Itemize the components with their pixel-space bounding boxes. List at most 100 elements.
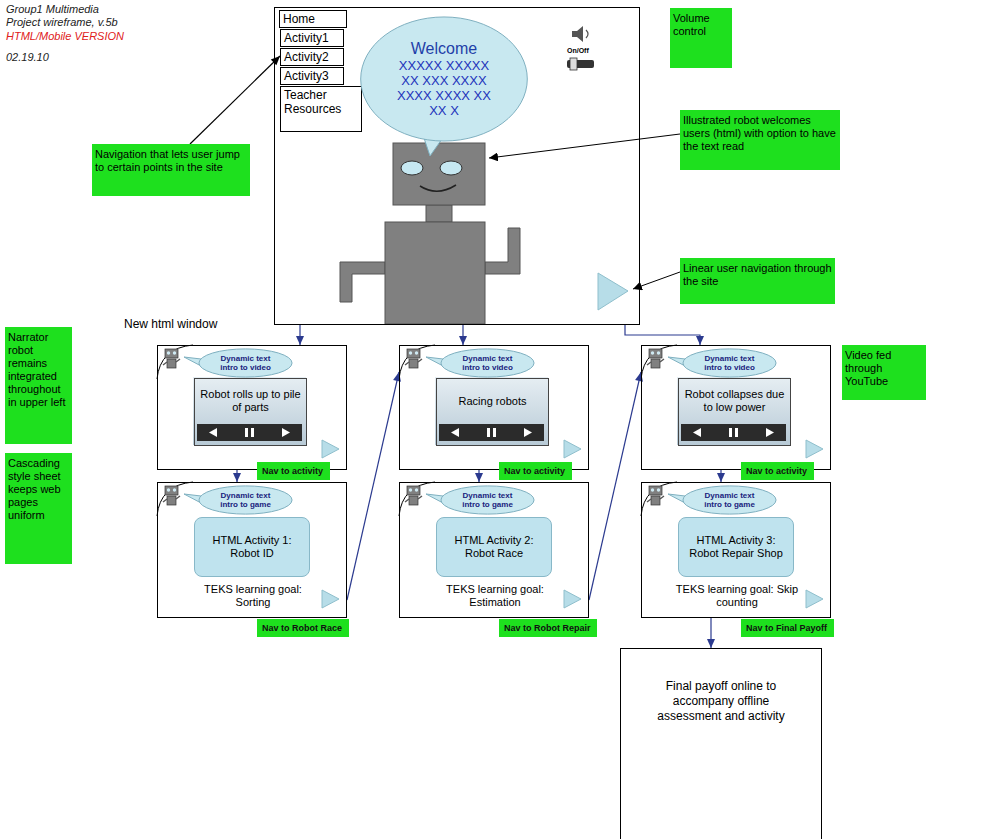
- nav-tag: Nav to Robot Repair: [499, 619, 597, 637]
- nav-tag-text: Nav to Final Payoff: [746, 622, 829, 634]
- text-wrapper: TEKS learning goal: Sorting: [188, 583, 318, 609]
- nav-button-text: Activity2: [284, 50, 340, 64]
- nav-button: Home: [279, 10, 347, 28]
- speech-bubble: Dynamic text intro to game: [198, 485, 293, 515]
- arrow-head: [296, 336, 304, 345]
- callout-note-text: Narrator robot remains integrated throug…: [8, 331, 69, 409]
- callout-note: Illustrated robot welcomes users (html) …: [680, 110, 840, 170]
- leader-line: [489, 134, 680, 158]
- arrow-head: [707, 639, 715, 648]
- bubble-shape: [199, 349, 292, 377]
- callout-note-text: Cascading style sheet keeps web pages un…: [8, 457, 69, 522]
- nav-tag: Nav to Final Payoff: [741, 619, 834, 637]
- activity-screen-text: TEKS learning goal: Sorting: [188, 583, 318, 609]
- title-wrapper: Group1 Multimedia Project wireframe, v.5…: [6, 3, 128, 29]
- speech-bubble-text: Dynamic text intro to game: [212, 491, 279, 509]
- speech-bubble: WelcomeXXXXX XXXXX XX XXX XXXX XXXX XXXX…: [359, 13, 529, 145]
- activity-screen-decor: [399, 482, 581, 608]
- nav-button: Activity2: [280, 48, 344, 66]
- flow-connector: [459, 325, 467, 345]
- nav-tag: Nav to activity: [499, 462, 572, 480]
- bubble-shape: [199, 486, 292, 514]
- nav-tag-text: Nav to activity: [262, 465, 325, 477]
- flow-connector: [717, 470, 725, 482]
- nav-button-text: Teacher Resources: [284, 88, 358, 116]
- video-player-text: Robot collapses due to low power: [683, 388, 786, 414]
- callout-note-text: Navigation that lets user jump to certai…: [95, 148, 247, 174]
- video-player: Robot collapses due to low power: [678, 378, 791, 446]
- payoff-box-text: Final payoff online to accompany offline…: [655, 679, 787, 724]
- activity-panel: HTML Activity 1: Robot ID: [194, 517, 310, 577]
- activity-panel-text: HTML Activity 3: Robot Repair Shop: [683, 534, 789, 560]
- speech-bubble-text: Dynamic text intro to game: [454, 491, 521, 509]
- version-label-wrapper: HTML/Mobile VERSION: [6, 30, 124, 43]
- video-screen-decor: [157, 345, 339, 458]
- flow-connector: [347, 372, 401, 600]
- nav-button: Teacher Resources: [280, 86, 362, 132]
- arrow-head: [271, 56, 280, 65]
- video-screen: Dynamic text intro to videoRobot collaps…: [641, 345, 831, 470]
- arrow-head: [459, 336, 467, 345]
- toggle-label: On/Off: [567, 46, 589, 55]
- nav-tag: Nav to activity: [741, 462, 814, 480]
- callout-note-text: Linear user navigation through the site: [683, 262, 832, 288]
- version-label: HTML/Mobile VERSION: [6, 30, 124, 43]
- speech-bubble-text: XXXXX XXXXX XX XXX XXXX XXXX XXXX XX XX …: [391, 58, 497, 118]
- flow-connector: [707, 618, 715, 648]
- nav-tag-text: Nav to activity: [504, 465, 567, 477]
- nav-button: Activity3: [280, 67, 344, 85]
- flow-connector: [589, 372, 643, 600]
- activity-panel: HTML Activity 2: Robot Race: [436, 517, 552, 577]
- window-label-wrapper: New html window: [124, 317, 217, 331]
- home-screen: HomeActivity1Activity2Activity3Teacher R…: [274, 7, 640, 325]
- video-screen-decor: [399, 345, 581, 458]
- connector-line: [190, 56, 280, 144]
- callout-note: Linear user navigation through the site: [680, 258, 835, 304]
- video-player: Racing robots: [436, 378, 549, 446]
- nav-button: Activity1: [280, 29, 344, 47]
- speech-bubble: Dynamic text intro to video: [198, 348, 293, 378]
- nav-button-text: Activity1: [284, 31, 340, 45]
- speech-bubble-text: Dynamic text intro to video: [454, 354, 521, 372]
- speech-bubble: Dynamic text intro to game: [440, 485, 535, 515]
- activity-screen-text: TEKS learning goal: Skip counting: [672, 583, 802, 609]
- arrow-head: [717, 473, 725, 482]
- nav-button-text: Home: [283, 12, 343, 26]
- flow-connector: [475, 470, 483, 482]
- activity-screen-decor: [157, 482, 339, 608]
- arrow-head: [696, 336, 704, 345]
- activity-screen: TEKS learning goal: EstimationDynamic te…: [399, 482, 589, 618]
- bubble-shape: [683, 349, 776, 377]
- nav-tag-text: Nav to Robot Race: [262, 622, 344, 634]
- bubble-shape: [683, 486, 776, 514]
- arrow-head: [233, 473, 241, 482]
- leader-line: [633, 272, 680, 289]
- activity-panel-text: HTML Activity 1: Robot ID: [199, 534, 305, 560]
- video-player-text: Robot rolls up to pile of parts: [199, 388, 302, 414]
- video-screen-decor: [641, 345, 823, 458]
- flow-connector: [296, 325, 304, 345]
- video-screen: Dynamic text intro to videoRacing robots: [399, 345, 589, 470]
- connector-line: [589, 372, 641, 600]
- speech-bubble-text: Welcome: [411, 40, 477, 58]
- date-label: 02.19.10: [6, 51, 49, 64]
- bubble-shape: [361, 17, 528, 141]
- nav-tag-text: Nav to activity: [746, 465, 809, 477]
- callout-note-text: Illustrated robot welcomes users (html) …: [683, 114, 837, 153]
- toggle-label-wrapper: On/Off: [567, 46, 589, 55]
- callout-note: Volume control: [670, 8, 732, 68]
- speech-bubble: Dynamic text intro to game: [682, 485, 777, 515]
- payoff-box: Final payoff online to accompany offline…: [620, 648, 822, 839]
- flow-connector: [190, 56, 280, 144]
- speech-bubble: Dynamic text intro to video: [682, 348, 777, 378]
- callout-note: Video fed through YouTube: [842, 345, 926, 400]
- robot-illustration: [340, 138, 520, 324]
- speech-bubble-text: Dynamic text intro to game: [696, 491, 763, 509]
- video-player: Robot rolls up to pile of parts: [194, 378, 307, 446]
- nav-tag: Nav to Robot Race: [257, 619, 349, 637]
- activity-panel: HTML Activity 3: Robot Repair Shop: [678, 517, 794, 577]
- speech-bubble-text: Dynamic text intro to video: [212, 354, 279, 372]
- arrow-head: [475, 473, 483, 482]
- nav-tag: Nav to activity: [257, 462, 330, 480]
